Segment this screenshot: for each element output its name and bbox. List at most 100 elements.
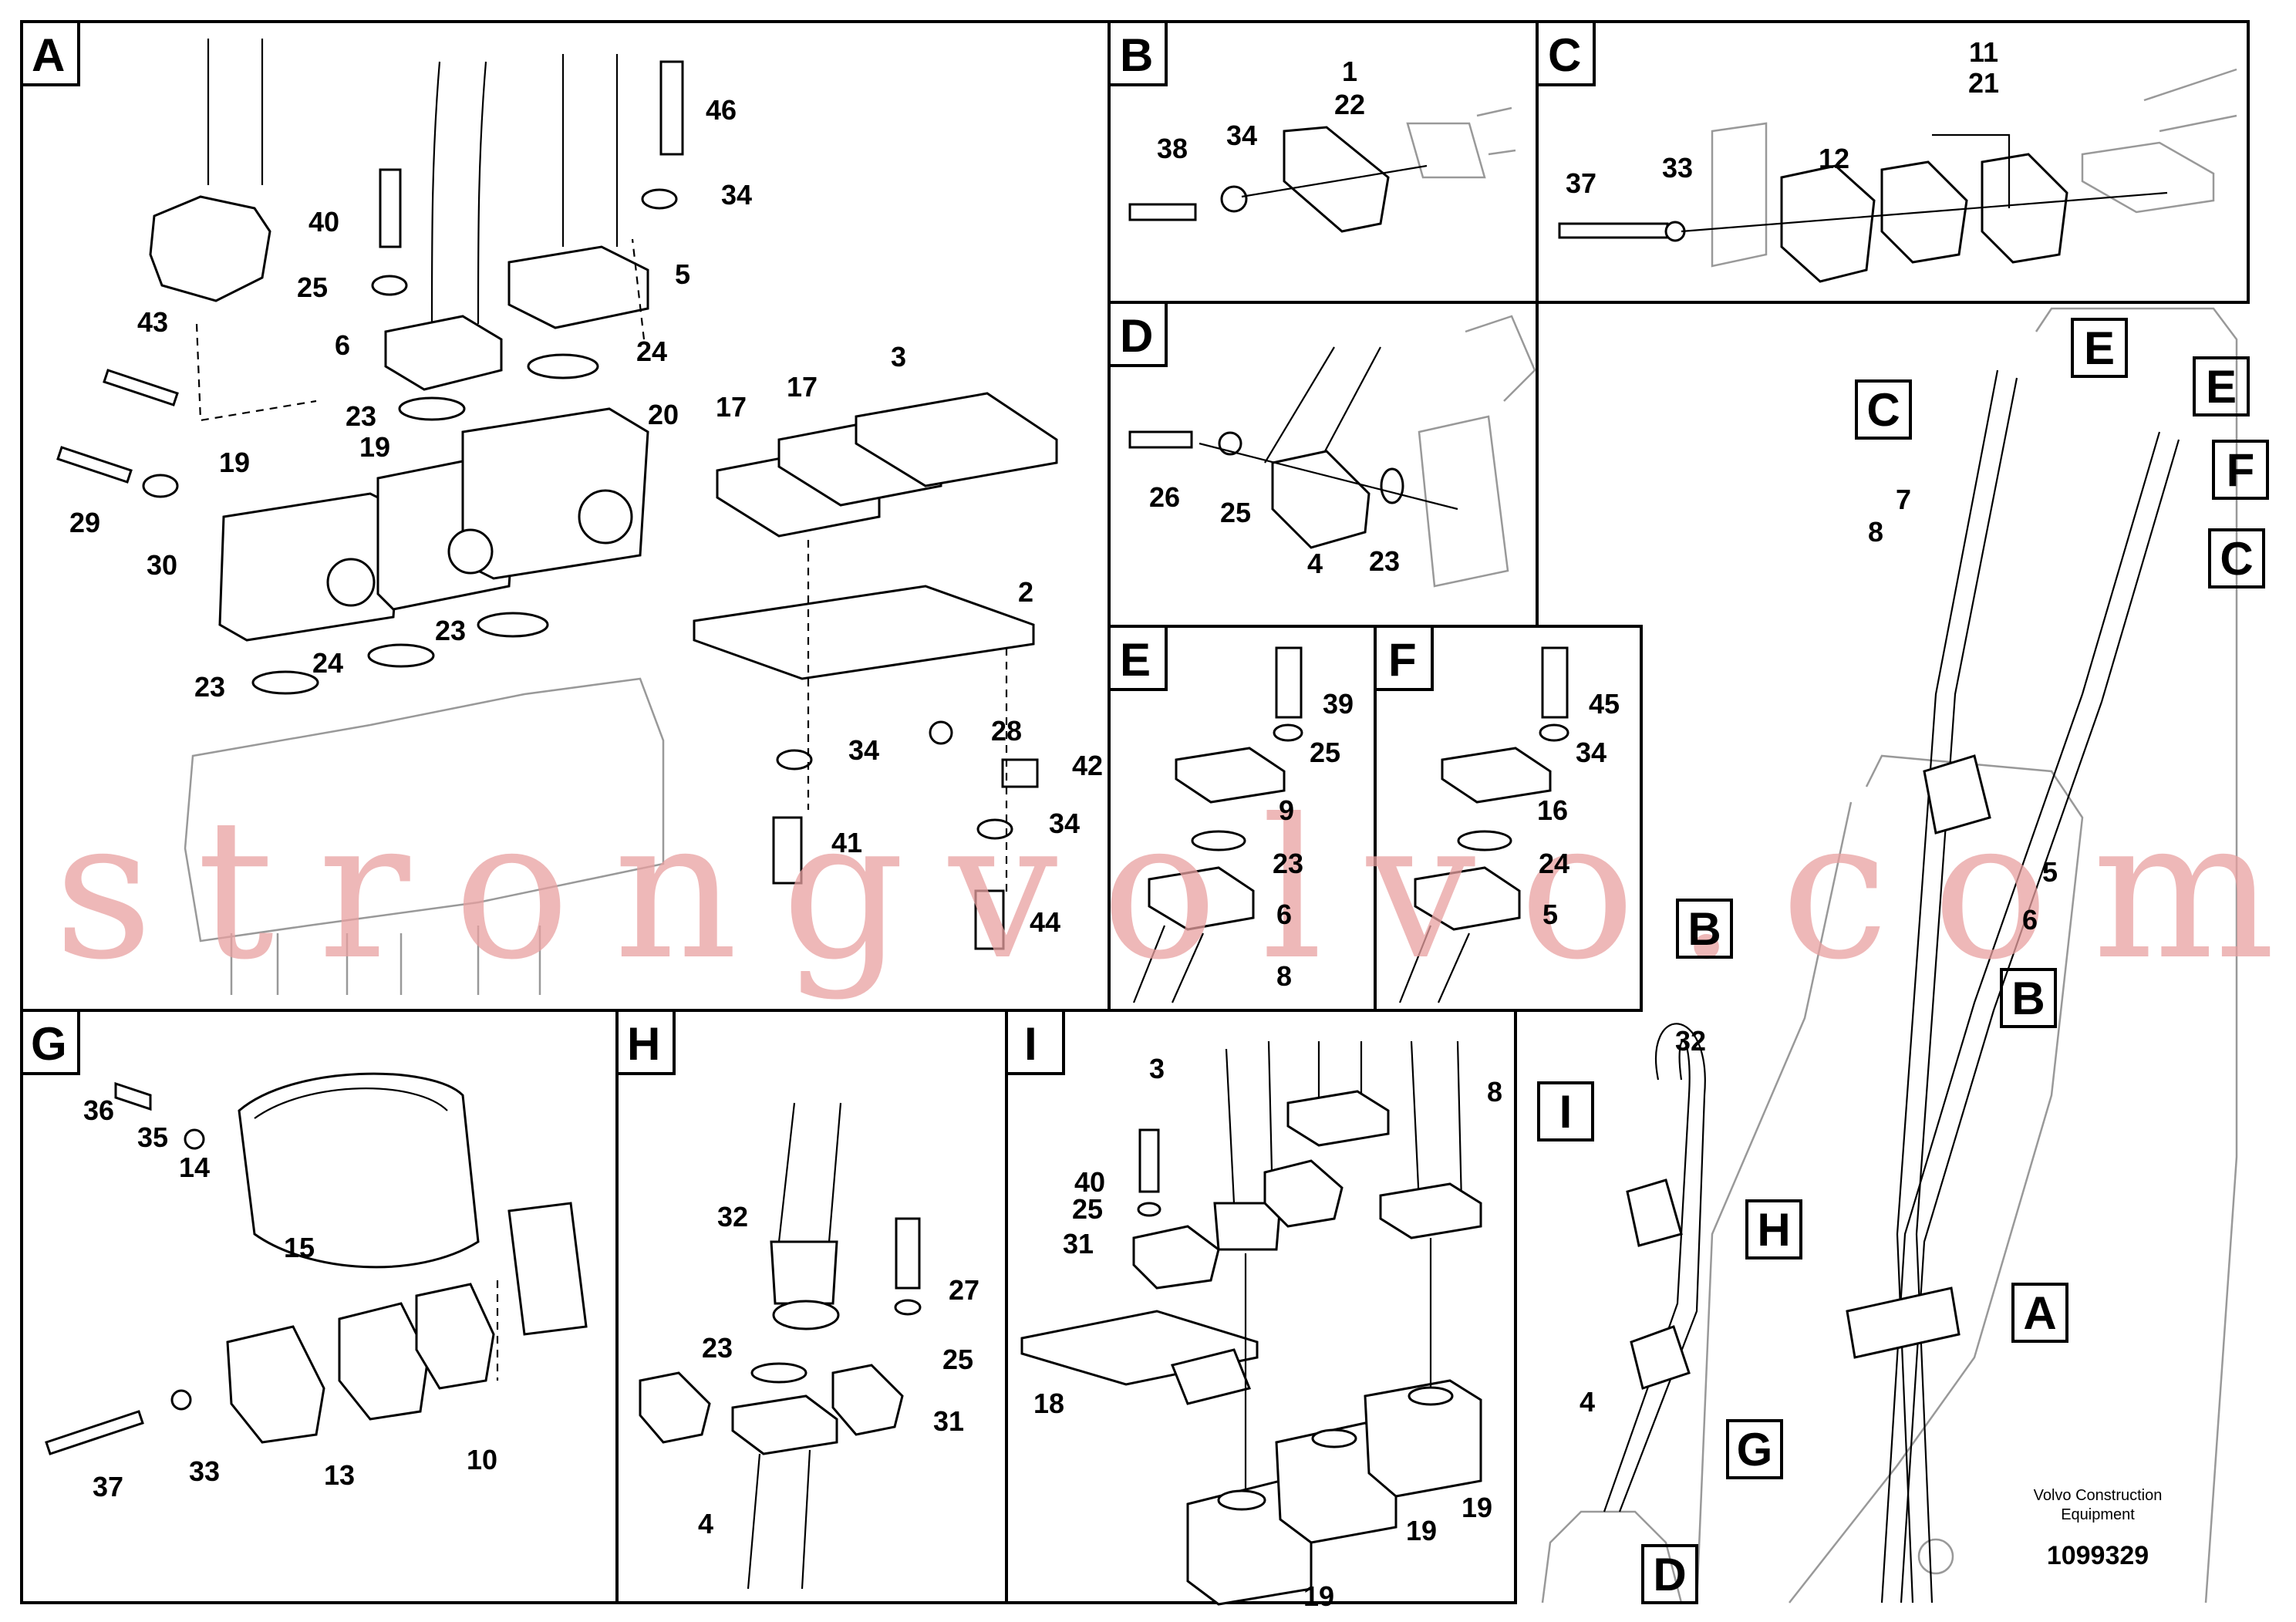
- overview-flag-letter: E: [2206, 361, 2237, 413]
- panel-e-label-box: E: [1108, 625, 1168, 691]
- callout-c-21: 21: [1968, 67, 1999, 99]
- callout-e-6: 6: [1276, 899, 1292, 930]
- overview-flag-box: [2208, 528, 2265, 588]
- brand-line-1: Volvo Construction: [2034, 1487, 2163, 1504]
- panel-d-drawing: [1128, 315, 1536, 588]
- callout-f-45: 45: [1589, 688, 1620, 720]
- callout-c-33: 33: [1662, 152, 1693, 184]
- watermark: strongvolvo.com: [54, 777, 2275, 1002]
- panel-a-letter: A: [32, 29, 65, 81]
- callout-a-23: 23: [194, 671, 225, 703]
- panel-e-letter: E: [1120, 634, 1151, 686]
- callout-a-41: 41: [831, 827, 862, 858]
- panel-i-label-box: I: [1005, 1009, 1065, 1075]
- callout-a-6: 6: [335, 329, 350, 361]
- callout-f-24: 24: [1539, 848, 1569, 879]
- callout-i-3: 3: [1149, 1053, 1165, 1084]
- panel-i-drawing: [1020, 1040, 1482, 1606]
- callout-a-44: 44: [1030, 906, 1060, 938]
- overview-flag-b: B: [1676, 899, 1733, 959]
- panel-g-letter: G: [31, 1018, 67, 1070]
- callout-h-31: 31: [933, 1405, 964, 1437]
- callout-f-5: 5: [1542, 899, 1558, 930]
- callout-g-10: 10: [467, 1444, 497, 1475]
- overview-flag-a: A: [2011, 1283, 2068, 1343]
- panel-c-label-box: C: [1536, 20, 1596, 86]
- callout-i-19: 19: [1462, 1492, 1492, 1523]
- callout-d-4: 4: [1307, 548, 1323, 579]
- panel-b-label-box: B: [1108, 20, 1168, 86]
- callout-a-19: 19: [219, 447, 250, 478]
- overview-flag-b: B: [2000, 968, 2057, 1028]
- panel-b-letter: B: [1120, 29, 1153, 81]
- panel-e-drawing: [1132, 646, 1303, 1003]
- overview-flag-letter: E: [2084, 322, 2115, 374]
- panel-c-drawing: [1558, 68, 2237, 283]
- callout-b-34: 34: [1226, 120, 1257, 151]
- callout-overview-4: 4: [1580, 1386, 1595, 1418]
- panel-a-drawing: [56, 39, 1058, 995]
- callout-a-25: 25: [297, 271, 328, 303]
- panel-i-letter: I: [1024, 1018, 1037, 1070]
- callout-e-23: 23: [1273, 848, 1303, 879]
- callout-i-40: 40: [1074, 1166, 1105, 1198]
- overview-flag-h: H: [1745, 1199, 1802, 1259]
- overview-flag-box: [1641, 1544, 1698, 1604]
- panel-c-letter: C: [1548, 29, 1581, 81]
- panel-f-label-box: F: [1374, 625, 1434, 691]
- callout-i-19: 19: [1406, 1515, 1437, 1546]
- callout-a-34: 34: [848, 734, 879, 766]
- panel-g-label-box: G: [20, 1009, 80, 1075]
- callout-f-34: 34: [1576, 737, 1607, 768]
- callout-a-40: 40: [308, 206, 339, 238]
- callout-d-26: 26: [1149, 481, 1180, 513]
- callout-a-43: 43: [137, 306, 168, 338]
- callout-a-46: 46: [706, 94, 737, 126]
- callout-i-25: 25: [1072, 1193, 1103, 1225]
- callout-overview-6: 6: [2022, 904, 2038, 936]
- callout-overview-5: 5: [2042, 856, 2058, 888]
- panel-h-label-box: H: [615, 1009, 676, 1075]
- overview-flag-letter: A: [2023, 1287, 2056, 1339]
- overview-flag-letter: F: [2227, 444, 2255, 496]
- callout-a-30: 30: [147, 549, 177, 581]
- overview-flag-letter: G: [1737, 1424, 1773, 1475]
- callout-g-37: 37: [93, 1471, 123, 1502]
- panel-b-drawing: [1128, 106, 1516, 233]
- callout-a-29: 29: [69, 507, 100, 538]
- callout-overview-7: 7: [1896, 484, 1911, 515]
- panel-d-label-box: D: [1108, 301, 1168, 367]
- callout-h-25: 25: [942, 1344, 973, 1375]
- callout-i-19: 19: [1303, 1580, 1334, 1612]
- overview-flag-f: F: [2212, 440, 2269, 500]
- callout-c-11: 11: [1969, 36, 1998, 68]
- overview-flag-box: [1676, 899, 1733, 959]
- brand-line-2: Equipment: [2061, 1506, 2135, 1523]
- callout-a-5: 5: [675, 258, 690, 290]
- callout-g-15: 15: [284, 1232, 315, 1263]
- callout-h-4: 4: [698, 1508, 713, 1539]
- panel-g-drawing: [45, 1072, 588, 1455]
- overview-flag-letter: B: [1687, 903, 1721, 955]
- overview-flag-box: [2011, 1283, 2068, 1343]
- overview-flag-letter: H: [1757, 1204, 1790, 1256]
- panel-i-frame: [1005, 1009, 1517, 1604]
- document-number: 1099329: [2047, 1541, 2149, 1570]
- panel-h-drawing: [639, 1102, 922, 1590]
- overview-flag-e: E: [2071, 318, 2128, 378]
- callout-d-25: 25: [1220, 497, 1251, 528]
- callout-a-24: 24: [636, 336, 667, 367]
- panel-c-frame: [1536, 20, 2250, 304]
- overview-flag-letter: B: [2011, 973, 2045, 1024]
- callout-g-14: 14: [179, 1152, 210, 1183]
- overview-flag-box: [1745, 1199, 1802, 1259]
- callout-a-42: 42: [1072, 750, 1103, 781]
- callout-a-20: 20: [648, 399, 679, 430]
- callout-g-36: 36: [83, 1094, 114, 1126]
- overview-flag-letter: C: [1866, 384, 1900, 436]
- callout-c-12: 12: [1819, 143, 1849, 174]
- callout-i-18: 18: [1033, 1388, 1064, 1419]
